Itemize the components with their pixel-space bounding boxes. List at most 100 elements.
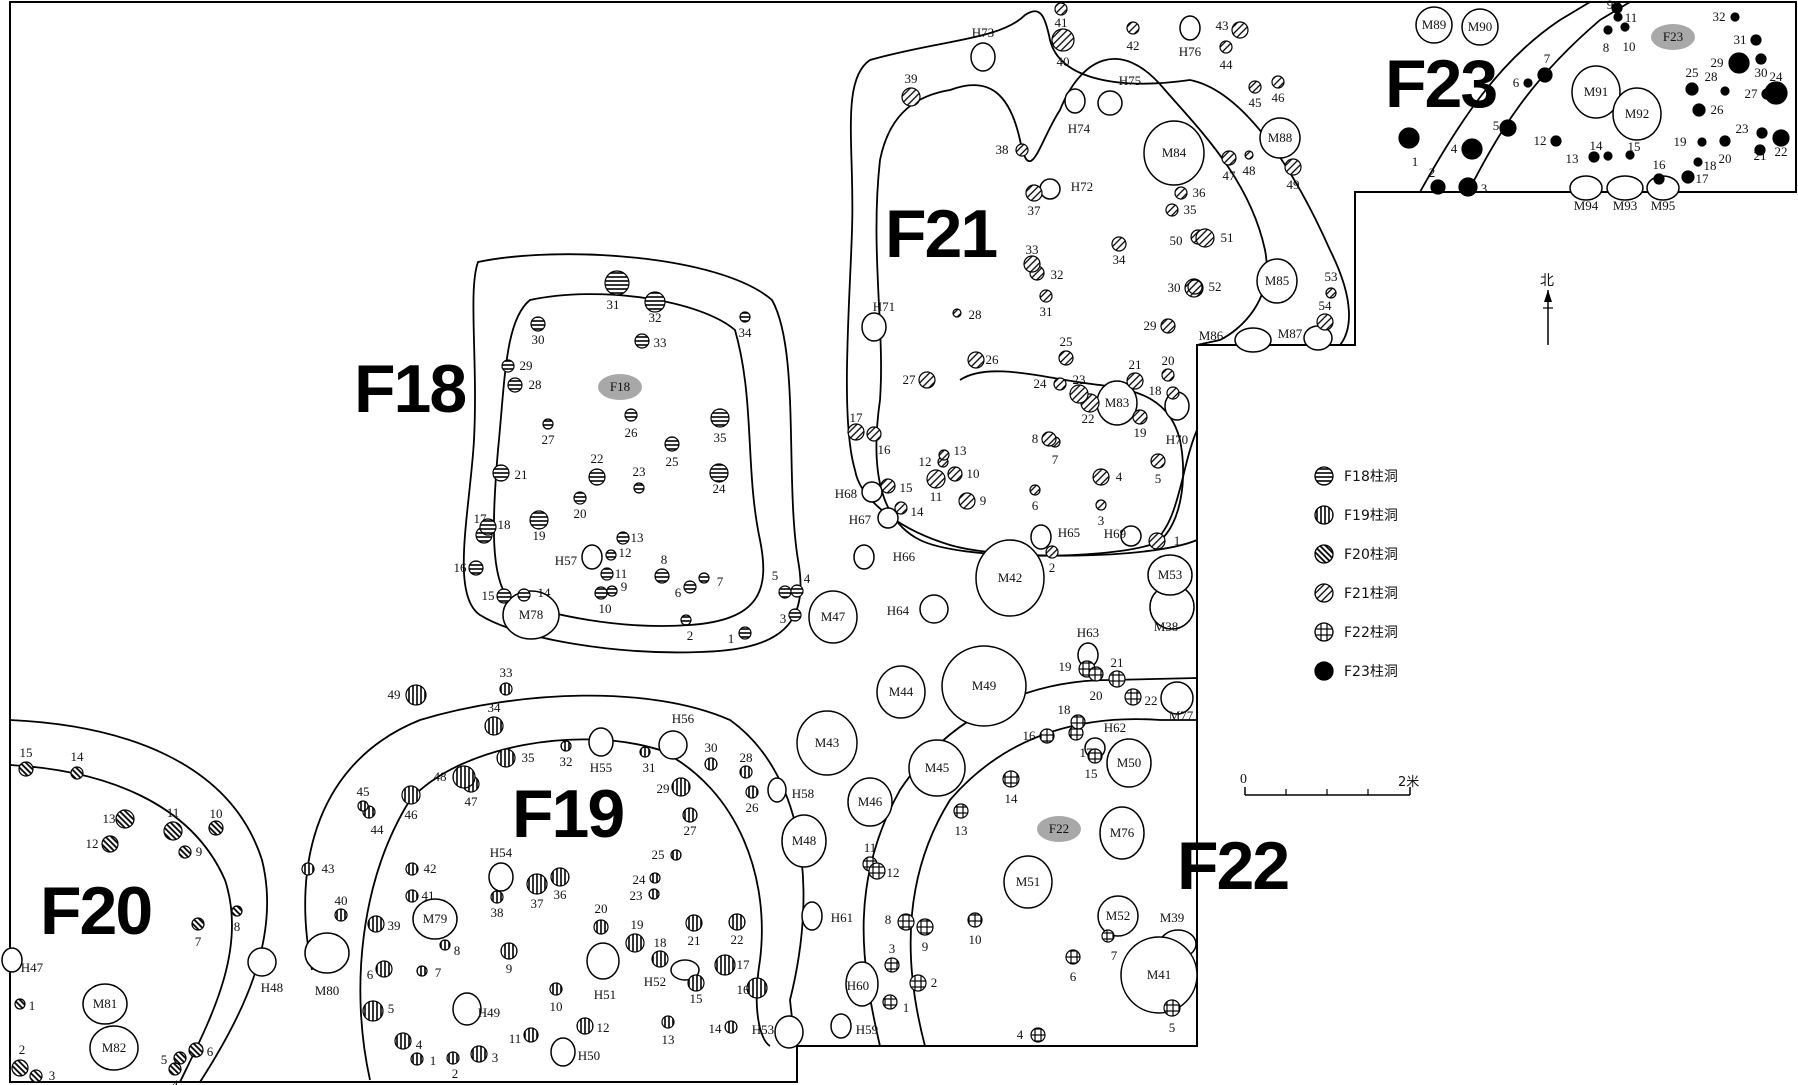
svg-text:46: 46 — [1272, 90, 1286, 105]
posthole-f21-24: 24 — [1034, 376, 1067, 391]
legend-item-f20: F20柱洞 — [1312, 534, 1462, 573]
posthole-f18-30: 30 — [530, 316, 546, 347]
svg-text:22: 22 — [1145, 693, 1158, 708]
svg-text:3: 3 — [1098, 513, 1105, 528]
svg-text:8: 8 — [885, 912, 892, 927]
svg-text:16: 16 — [1653, 157, 1667, 172]
posthole-f22-9: 9 — [916, 918, 934, 954]
posthole-f18-29: 29 — [501, 358, 533, 373]
legend-item-f23: F23柱洞 — [1312, 651, 1462, 690]
posthole-f19-35: 35 — [496, 748, 535, 768]
posthole-f22-5: 5 — [1163, 999, 1181, 1035]
svg-text:20: 20 — [1162, 353, 1175, 368]
legend-swatch — [1314, 543, 1334, 564]
svg-text:48: 48 — [434, 769, 447, 784]
posthole-f21-19: 19 — [1132, 409, 1148, 440]
posthole-f23-31: 31 — [1734, 32, 1762, 47]
posthole-f21-33: 33 — [1023, 242, 1041, 273]
svg-text:H73: H73 — [972, 25, 994, 40]
posthole-f21-31: 31 — [1039, 289, 1053, 319]
posthole-f20-12: 12 — [86, 835, 119, 853]
svg-text:37: 37 — [531, 896, 545, 911]
svg-text:30: 30 — [705, 740, 718, 755]
svg-text:1: 1 — [903, 1000, 910, 1015]
svg-text:12: 12 — [1534, 133, 1547, 148]
svg-text:42: 42 — [424, 861, 437, 876]
svg-text:35: 35 — [522, 750, 535, 765]
posthole-f23-12: 12 — [1534, 133, 1562, 148]
svg-text:20: 20 — [1090, 688, 1103, 703]
svg-text:14: 14 — [538, 585, 552, 600]
posthole-f21-51: 51 — [1195, 228, 1234, 248]
svg-text:F18: F18 — [610, 379, 630, 394]
svg-text:15: 15 — [1085, 766, 1098, 781]
posthole-f19-11: 11 — [509, 1027, 539, 1046]
posthole-f19-12: 12 — [576, 1017, 610, 1035]
svg-text:41: 41 — [1055, 15, 1068, 30]
svg-text:M52: M52 — [1106, 908, 1131, 923]
svg-text:11: 11 — [864, 840, 877, 855]
legend-swatch — [1314, 465, 1334, 486]
posthole-f23-32: 32 — [1713, 9, 1740, 24]
posthole-f21-3: 3 — [1095, 499, 1107, 528]
svg-text:H60: H60 — [847, 978, 869, 993]
svg-text:29: 29 — [1144, 318, 1157, 333]
svg-text:1: 1 — [29, 998, 36, 1013]
svg-text:21: 21 — [1754, 148, 1767, 163]
svg-text:39: 39 — [388, 918, 401, 933]
feature-h64: H64 — [887, 594, 949, 624]
posthole-f21-39: 39 — [901, 71, 921, 107]
svg-text:H75: H75 — [1119, 73, 1141, 88]
svg-text:32: 32 — [1051, 267, 1064, 282]
svg-text:23: 23 — [1736, 121, 1749, 136]
posthole-f18-33: 33 — [634, 333, 667, 350]
legend-item-f22: F22柱洞 — [1312, 612, 1462, 651]
svg-text:3: 3 — [1481, 181, 1488, 196]
svg-text:23: 23 — [633, 464, 646, 479]
posthole-f23-7: 7 — [1537, 51, 1553, 83]
svg-text:10: 10 — [969, 932, 982, 947]
posthole-f23-15: 15 — [1625, 139, 1641, 160]
posthole-f19-39: 39 — [367, 915, 401, 933]
posthole-f18-1: 1 — [728, 626, 752, 646]
posthole-f23-1: 1 — [1398, 127, 1420, 169]
svg-text:H52: H52 — [644, 974, 666, 989]
svg-text:M87: M87 — [1278, 326, 1303, 341]
svg-text:H70: H70 — [1166, 432, 1188, 447]
posthole-f22-17: 17 — [1068, 725, 1093, 760]
svg-text:36: 36 — [1193, 185, 1207, 200]
svg-text:34: 34 — [739, 325, 753, 340]
svg-text:18: 18 — [654, 935, 667, 950]
posthole-f23-20: 20 — [1719, 135, 1732, 166]
feature-m45: M45 — [908, 739, 966, 797]
posthole-f19-37: 37 — [526, 873, 548, 911]
svg-text:M51: M51 — [1016, 874, 1041, 889]
svg-text:15: 15 — [690, 991, 703, 1006]
posthole-f18-31: 31 — [604, 270, 630, 312]
svg-text:3: 3 — [49, 1068, 56, 1083]
posthole-f19-9: 9 — [500, 942, 518, 976]
feature-m42: M42 — [975, 539, 1045, 617]
svg-text:M53: M53 — [1158, 567, 1183, 582]
posthole-f21-10: 10 — [947, 466, 980, 482]
feature-m90: M90 — [1461, 8, 1499, 46]
svg-text:30: 30 — [1168, 280, 1181, 295]
svg-text:11: 11 — [167, 805, 180, 820]
svg-text:25: 25 — [1060, 334, 1073, 349]
f22-inner-wall — [909, 718, 1197, 1047]
f18-outer-wall — [462, 253, 802, 654]
svg-text:4: 4 — [1451, 141, 1458, 156]
svg-text:M47: M47 — [821, 609, 846, 624]
posthole-f22-1: 1 — [882, 994, 910, 1015]
svg-text:14: 14 — [1005, 791, 1019, 806]
posthole-f20-9: 9 — [178, 844, 202, 859]
posthole-f22-22: 22 — [1124, 688, 1158, 708]
posthole-f19-41: 41 — [405, 888, 435, 903]
posthole-f18-21: 21 — [492, 464, 528, 482]
svg-text:22: 22 — [1082, 411, 1095, 426]
svg-text:M85: M85 — [1265, 273, 1290, 288]
svg-text:39: 39 — [905, 71, 918, 86]
svg-text:17: 17 — [737, 957, 751, 972]
